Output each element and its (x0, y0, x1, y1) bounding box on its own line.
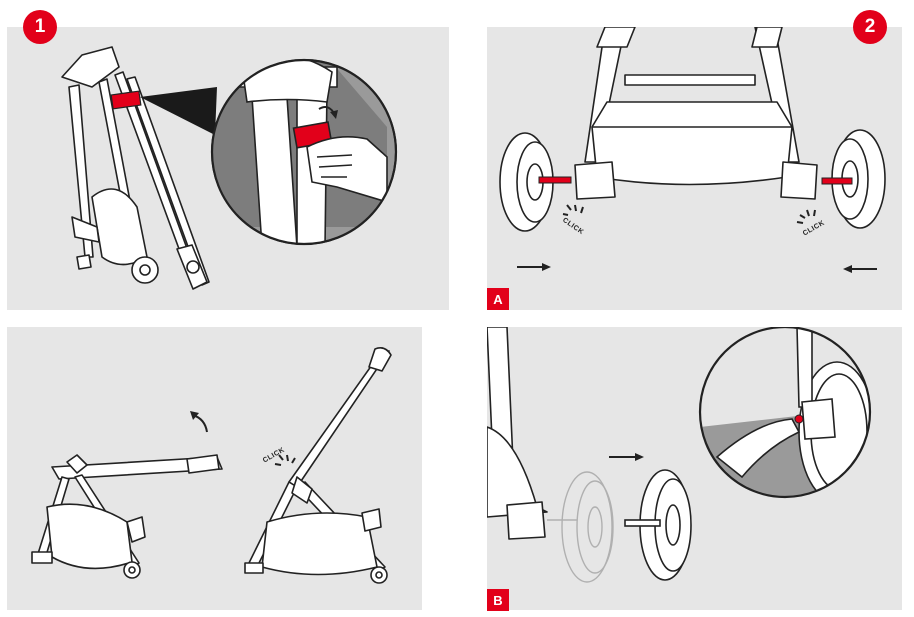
sub-step-a-badge: A (487, 288, 509, 310)
panel-unfold-stroller: CLICK (7, 327, 422, 610)
left-axle-red (538, 176, 572, 184)
arrow-left-icon (843, 265, 877, 273)
right-axle-red (821, 177, 853, 185)
ghost-wheel (547, 471, 614, 583)
wheel-removal-drawing (487, 327, 872, 583)
rotate-arrow-icon (190, 411, 208, 433)
axle-button-magnifier (698, 327, 872, 499)
click-marks-left (562, 204, 584, 216)
release-handle-magnifier (210, 58, 398, 246)
panel-remove-rear-wheels (487, 327, 902, 610)
folded-stroller-drawing (61, 46, 398, 290)
step-1-badge: 1 (23, 10, 57, 44)
unfold-stroller-drawing (31, 347, 392, 584)
panel-attach-rear-wheels: CLICK CLICK (487, 27, 902, 310)
rear-wheel-insertion-drawing (499, 27, 886, 273)
click-marks-unfold (274, 454, 296, 466)
click-marks-right (796, 209, 816, 224)
arrow-right-icon (517, 263, 551, 271)
panel-fold-release (7, 27, 449, 310)
sub-step-b-badge: B (487, 589, 509, 611)
release-strap-red (110, 90, 142, 110)
arrow-right-icon (609, 453, 644, 461)
step-2-badge: 2 (853, 10, 887, 44)
